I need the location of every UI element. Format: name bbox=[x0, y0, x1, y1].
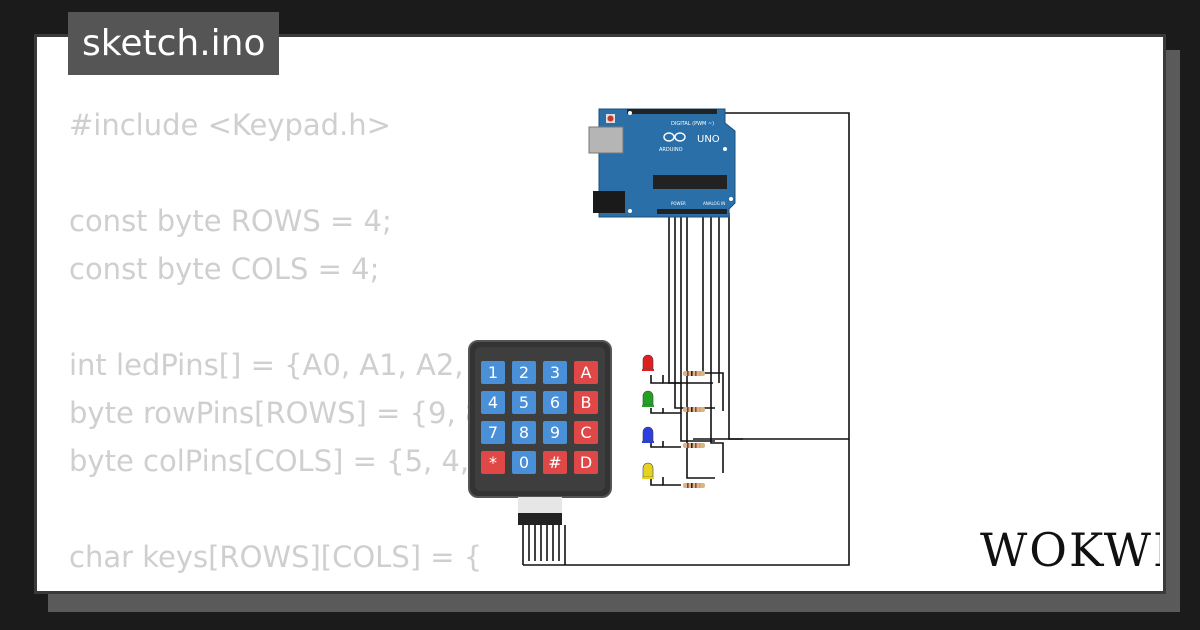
keypad-key-A[interactable]: A bbox=[574, 361, 598, 384]
membrane-keypad[interactable]: 1 2 3 A 4 5 6 B 7 8 9 C * 0 # D bbox=[468, 340, 612, 525]
digital-label: DIGITAL (PWM ~) bbox=[671, 121, 714, 127]
keypad-key-#[interactable]: # bbox=[543, 451, 567, 474]
resistor[interactable] bbox=[683, 371, 705, 376]
keypad-key-*[interactable]: * bbox=[481, 451, 505, 474]
power-label: POWER bbox=[671, 201, 686, 206]
code-line: int ledPins[] = {A0, A1, A2, A bbox=[69, 348, 493, 382]
file-title: sketch.ino bbox=[68, 12, 280, 75]
digital-header bbox=[627, 109, 717, 114]
wokwi-logo-text: WOKWI bbox=[980, 523, 1160, 577]
keypad-key-8[interactable]: 8 bbox=[512, 421, 536, 444]
power-jack bbox=[593, 191, 625, 213]
led-yellow[interactable] bbox=[642, 462, 654, 479]
keypad-key-label: 2 bbox=[519, 363, 529, 382]
arduino-brand: ARDUINO bbox=[659, 147, 683, 153]
keypad-key-label: 9 bbox=[550, 423, 560, 442]
keypad-key-label: 1 bbox=[488, 363, 498, 382]
code-line: const byte COLS = 4; bbox=[69, 252, 380, 286]
keypad-key-B[interactable]: B bbox=[574, 391, 598, 414]
resistor[interactable] bbox=[683, 407, 705, 412]
keypad-key-3[interactable]: 3 bbox=[543, 361, 567, 384]
usb-port bbox=[588, 126, 624, 154]
resistor[interactable] bbox=[683, 443, 705, 448]
resistor[interactable] bbox=[683, 483, 705, 488]
keypad-key-D[interactable]: D bbox=[574, 451, 598, 474]
keypad-key-5[interactable]: 5 bbox=[512, 391, 536, 414]
led-red[interactable] bbox=[642, 354, 654, 371]
code-line: byte rowPins[ROWS] = {9, 8 bbox=[69, 396, 484, 430]
keypad-key-4[interactable]: 4 bbox=[481, 391, 505, 414]
code-line: #include <Keypad.h> bbox=[69, 108, 391, 142]
led-group bbox=[642, 354, 705, 488]
keypad-key-7[interactable]: 7 bbox=[481, 421, 505, 444]
keypad-key-9[interactable]: 9 bbox=[543, 421, 567, 444]
code-line: {'1','2','3','A'}, bbox=[69, 581, 493, 591]
keypad-key-label: D bbox=[580, 453, 592, 472]
arduino-logo-icon bbox=[663, 132, 686, 142]
keypad-key-label: 3 bbox=[550, 363, 560, 382]
keypad-key-label: A bbox=[581, 363, 592, 382]
keypad-key-2[interactable]: 2 bbox=[512, 361, 536, 384]
code-preview: #include <Keypad.h> const byte ROWS = 4; c… bbox=[69, 101, 493, 591]
uno-label: UNO bbox=[697, 134, 720, 145]
circuit-diagram: DIGITAL (PWM ~) UNO ARDUINO POWER ANALOG… bbox=[468, 108, 850, 566]
wires bbox=[522, 112, 850, 566]
keypad-keys: 1 2 3 A 4 5 6 B 7 8 9 C * 0 # D bbox=[481, 361, 598, 474]
keypad-key-0[interactable]: 0 bbox=[512, 451, 536, 474]
wokwi-logo: WOKWI bbox=[980, 523, 1160, 577]
power-analog-header bbox=[657, 209, 727, 214]
keypad-connector bbox=[518, 513, 562, 525]
keypad-key-1[interactable]: 1 bbox=[481, 361, 505, 384]
led-blue[interactable] bbox=[642, 426, 654, 443]
keypad-key-label: 6 bbox=[550, 393, 560, 412]
arduino-uno-board[interactable]: DIGITAL (PWM ~) UNO ARDUINO POWER ANALOG… bbox=[588, 108, 736, 218]
keypad-key-label: 4 bbox=[488, 393, 498, 412]
code-line: const byte ROWS = 4; bbox=[69, 204, 392, 238]
analog-label: ANALOG IN bbox=[703, 201, 725, 206]
atmega-chip bbox=[653, 175, 727, 189]
keypad-key-label: 8 bbox=[519, 423, 529, 442]
keypad-key-label: C bbox=[580, 423, 591, 442]
keypad-key-label: B bbox=[581, 393, 592, 412]
keypad-key-label: 5 bbox=[519, 393, 529, 412]
led-green[interactable] bbox=[642, 390, 654, 407]
keypad-key-label: # bbox=[548, 453, 561, 472]
keypad-key-6[interactable]: 6 bbox=[543, 391, 567, 414]
keypad-key-C[interactable]: C bbox=[574, 421, 598, 444]
keypad-key-label: 7 bbox=[488, 423, 498, 442]
keypad-ribbon bbox=[518, 497, 562, 513]
code-line: byte colPins[COLS] = {5, 4, bbox=[69, 444, 470, 478]
preview-card: #include <Keypad.h> const byte ROWS = 4; c… bbox=[34, 34, 1166, 594]
code-line: char keys[ROWS][COLS] = { bbox=[69, 540, 483, 574]
keypad-key-label: * bbox=[489, 453, 497, 472]
keypad-key-label: 0 bbox=[519, 453, 529, 472]
